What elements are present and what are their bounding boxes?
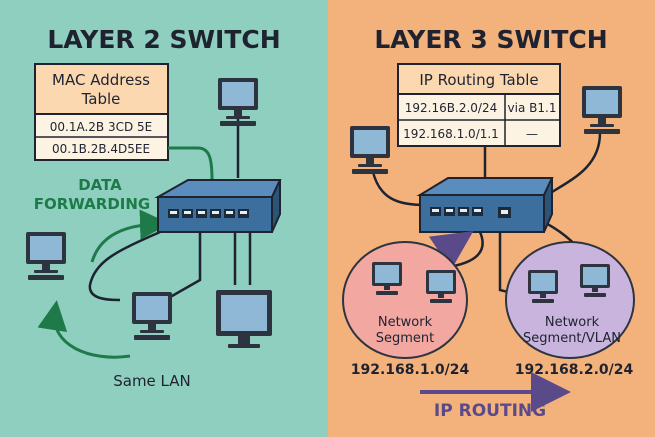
- segment-2-subnet: 192.168.2.0/24: [515, 362, 634, 378]
- route-next-hop: via B1.1: [508, 101, 557, 115]
- segment-2-label: Network: [545, 315, 600, 330]
- mac-address-table: MAC Address Table 00.1A.2B 3CD 5E 00.1B.…: [34, 63, 169, 161]
- forwarding-arrow: [90, 209, 170, 263]
- route-network: 192.168.1.0/1.1: [403, 127, 499, 141]
- left-cables: [88, 118, 252, 302]
- route-next-hop: —: [526, 127, 538, 141]
- mac-table-title-line2: Table: [81, 90, 121, 108]
- monitor-icon: [216, 290, 272, 348]
- left-title: LAYER 2 SWITCH: [47, 25, 280, 54]
- segment-2-label-line2: Segment/VLAN: [523, 331, 621, 346]
- segment-1-label-line2: Segment: [376, 331, 435, 346]
- mac-entry: 00.1A.2B 3CD 5E: [50, 120, 153, 134]
- data-forwarding-label-line2: FORWARDING: [34, 195, 150, 213]
- table-to-switch-line: [168, 146, 214, 181]
- ip-routing-table: IP Routing Table 192.16B.2.0/24 via B1.1…: [397, 63, 561, 147]
- segment-1-subnet: 192.168.1.0/24: [351, 362, 470, 378]
- data-forwarding-label: DATA: [78, 176, 122, 194]
- same-lan-label: Same LAN: [113, 372, 191, 390]
- network-segment-2: Network Segment/VLAN: [505, 241, 635, 359]
- segment-1-label: Network: [378, 315, 433, 330]
- mac-table-title: MAC Address: [52, 71, 150, 89]
- routing-table-title: IP Routing Table: [419, 71, 538, 89]
- network-segment-1: Network Segment: [342, 241, 468, 359]
- layer3-switch: [416, 177, 554, 233]
- mac-entry: 00.1B.2B.4D5EE: [52, 142, 150, 156]
- right-title: LAYER 3 SWITCH: [374, 25, 607, 54]
- route-network: 192.16B.2.0/24: [405, 101, 497, 115]
- ip-routing-label: IP ROUTING: [434, 401, 546, 421]
- same-lan-arrow: [37, 300, 131, 359]
- layer2-switch: [154, 179, 282, 233]
